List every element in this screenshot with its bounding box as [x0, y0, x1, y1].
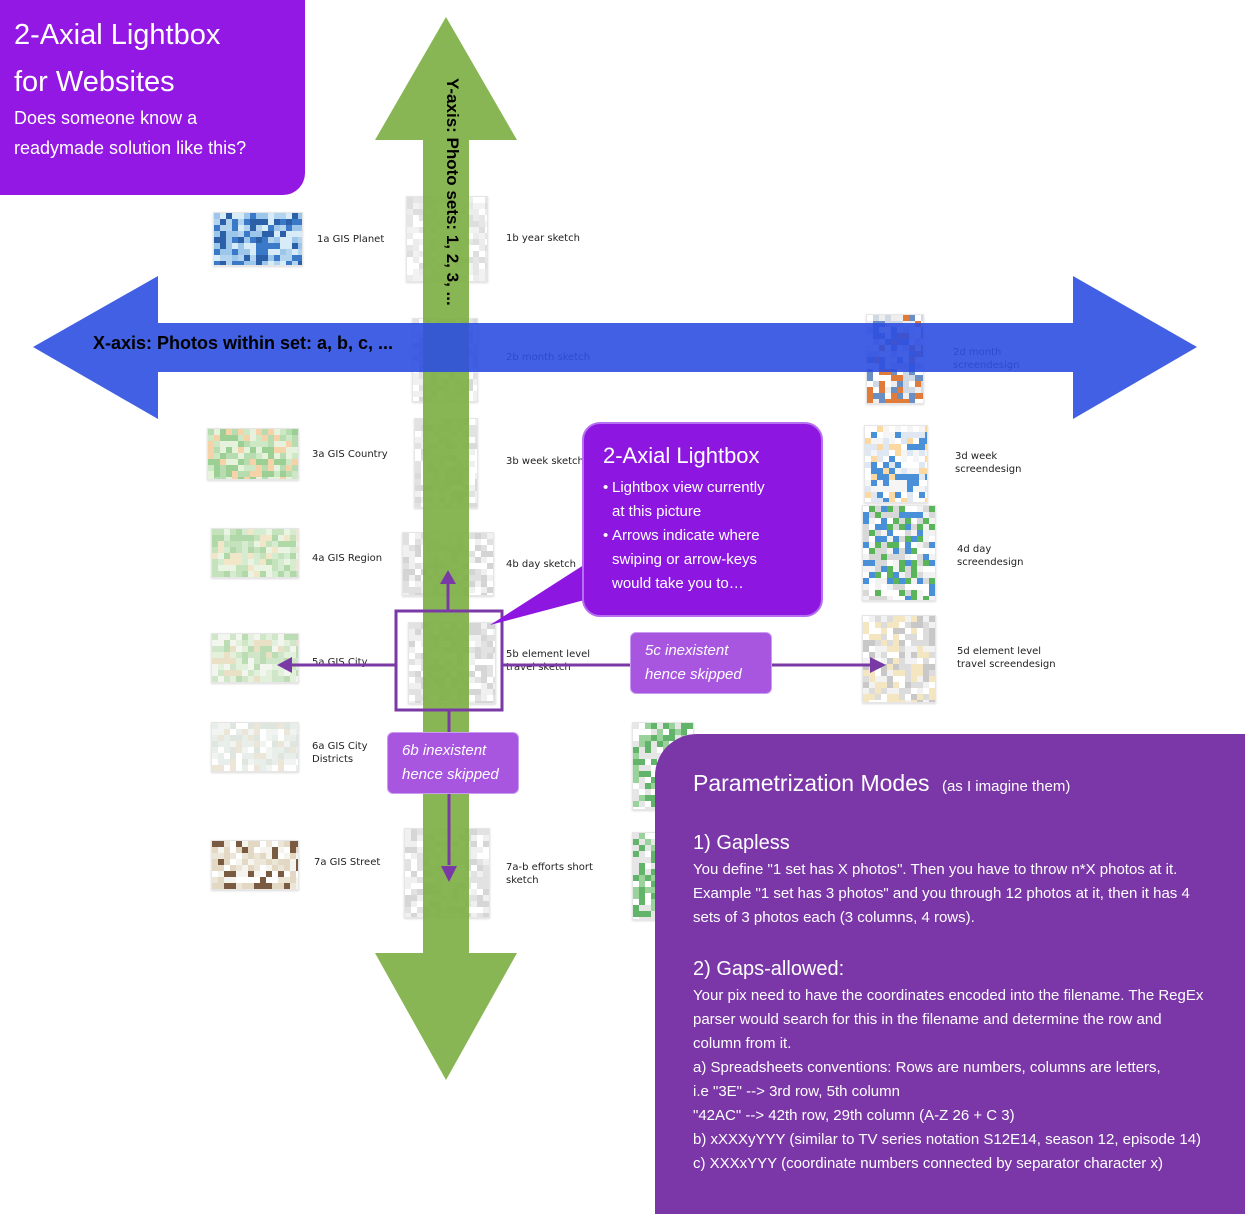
thumbnail-caption-4d: 4d day screendesign [957, 544, 1024, 568]
thumbnail-caption-3a: 3a GIS Country [312, 449, 388, 460]
thumbnail-image [863, 506, 935, 602]
mode-1-title: 1) Gapless [693, 832, 790, 854]
thumbnail-caption-4b: 4b day sketch [506, 559, 577, 570]
x-axis-label: X-axis: Photos within set: a, b, c, ... [93, 333, 394, 353]
skipped-label-5c: 5c inexistent hence skipped [630, 632, 772, 694]
thumbnail-image [214, 213, 304, 267]
thumbnail-caption-7b: 7a-b efforts short sketch [506, 862, 593, 886]
thumbnail-caption-4a: 4a GIS Region [312, 553, 383, 564]
title-box: 2-Axial Lightbox for Websites Does someo… [0, 0, 305, 195]
thumbnail-caption-3d: 3d week screendesign [955, 451, 1022, 475]
lightbox-callout-bullet: •Lightbox view currently at this picture [603, 479, 765, 520]
thumbnail-4d[interactable] [862, 505, 936, 602]
thumbnail-caption-1b: 1b year sketch [506, 233, 580, 244]
thumbnail-3d[interactable] [864, 425, 931, 504]
nav-arrow-left [277, 657, 396, 673]
page-subtitle: Does someone know a readymade solution l… [14, 108, 247, 158]
thumbnail-caption-7a: 7a GIS Street [314, 857, 381, 868]
thumbnail-caption-3b: 3b week sketch [506, 456, 584, 467]
lightbox-callout-bullet: •Arrows indicate where swiping or arrow-… [603, 527, 760, 592]
page-title: 2-Axial Lightbox for Websites [14, 19, 221, 98]
y-axis-label: Y-axis: Photo sets: 1, 2, 3, ... [443, 78, 462, 306]
thumbnail-7a[interactable] [211, 840, 302, 890]
lightbox-callout: 2-Axial Lightbox •Lightbox view currentl… [582, 422, 823, 617]
thumbnail-caption-5b: 5b element level travel sketch [506, 649, 591, 673]
modes-title: Parametrization Modes [693, 770, 930, 796]
thumbnail-5d[interactable] [862, 615, 936, 706]
modes-title-row: Parametrization Modes (as I imagine them… [693, 770, 1070, 797]
modes-title-note: (as I imagine them) [941, 778, 1071, 795]
thumbnail-image [212, 841, 302, 889]
parametrization-modes-box: Parametrization Modes (as I imagine them… [655, 734, 1245, 1214]
thumbnail-1a[interactable] [213, 212, 304, 267]
mode-2-text: Your pix need to have the coordinates en… [693, 987, 1204, 1172]
skipped-label-6b: 6b inexistent hence skipped [387, 732, 519, 794]
thumbnail-caption-5d: 5d element level travel screendesign [957, 646, 1056, 670]
mode-2-title: 2) Gaps-allowed: [693, 958, 845, 980]
lightbox-callout-title: 2-Axial Lightbox [603, 443, 760, 468]
nav-arrow-up [440, 570, 456, 611]
thumbnail-3a[interactable] [207, 428, 299, 483]
thumbnail-caption-5a: 5a GIS City [312, 657, 368, 668]
thumbnail-caption-1a: 1a GIS Planet [317, 234, 385, 245]
y-axis-arrow [375, 17, 517, 1080]
mode-1-text: You define "1 set has X photos". Then yo… [693, 861, 1190, 926]
thumbnail-caption-6a: 6a GIS City Districts [312, 741, 368, 765]
x-axis-arrow [33, 276, 1197, 419]
